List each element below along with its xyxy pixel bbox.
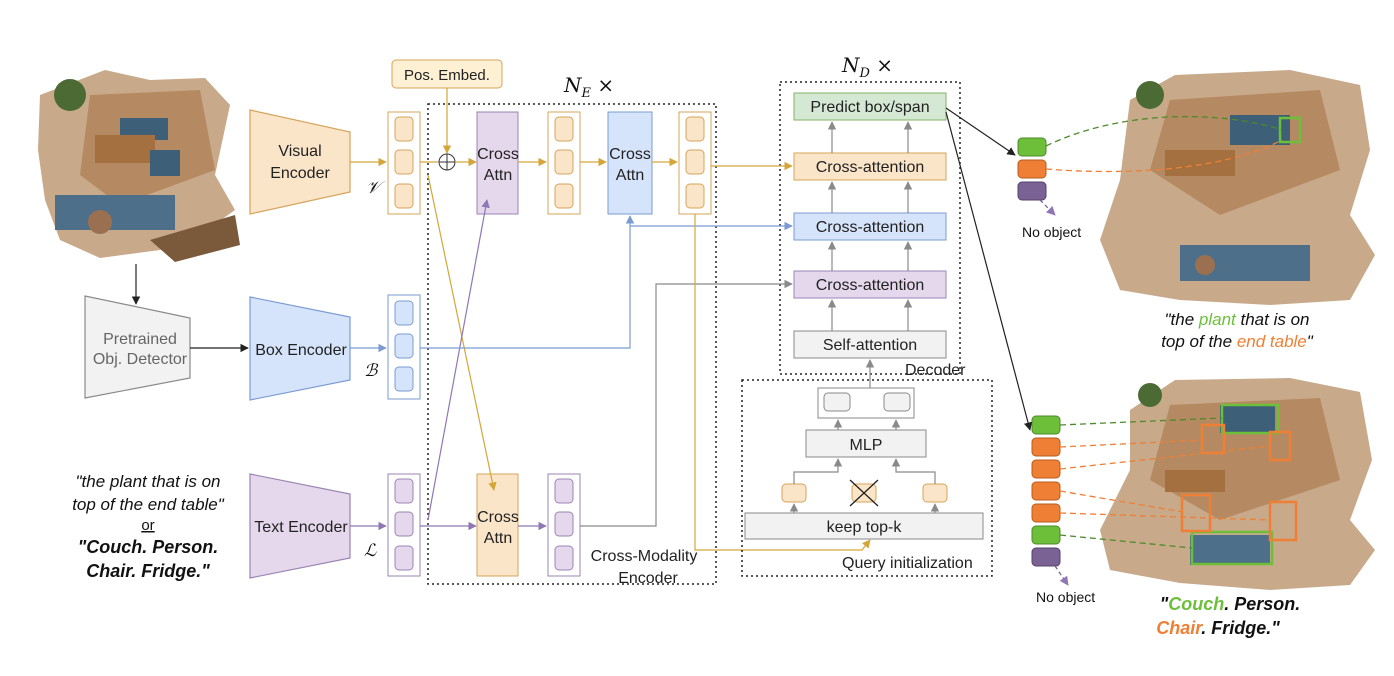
svg-text:Predict box/span: Predict box/span	[810, 99, 929, 116]
predict-to-output2-arrow	[945, 111, 1033, 431]
svg-text:Attn: Attn	[484, 530, 512, 547]
svg-text:"Couch. Person.: "Couch. Person.	[78, 537, 219, 557]
input-scene-image	[38, 70, 240, 262]
no-object-label-2: No object	[1036, 589, 1095, 605]
svg-text:Cross-attention: Cross-attention	[816, 159, 925, 176]
visual-encoder: Visual Encoder	[249, 109, 351, 215]
output-caption-1-line2: top of the end table"	[1161, 332, 1314, 351]
svg-text:keep top-k: keep top-k	[827, 519, 903, 536]
svg-text:Attn: Attn	[484, 167, 512, 184]
query-init-label: Query initialization	[842, 555, 973, 572]
decoder-label: Decoder	[905, 362, 966, 379]
pos-embed-box: Pos. Embed.	[391, 59, 503, 89]
visual-tokens-mid	[547, 111, 581, 215]
add-operator	[438, 153, 456, 171]
box-encoder: Box Encoder	[249, 296, 351, 401]
svg-text:Chair. Fridge.": Chair. Fridge."	[86, 561, 210, 581]
box-tokens	[387, 294, 421, 400]
output-tokens-2	[1031, 415, 1061, 567]
cross-modality-label-2: Encoder	[618, 570, 678, 587]
text-symbol: ℒ	[364, 541, 377, 561]
output-caption-2-line1: "Couch. Person.	[1160, 594, 1301, 614]
svg-text:Text Encoder: Text Encoder	[254, 519, 348, 536]
svg-text:Visual: Visual	[278, 143, 321, 160]
text-to-decoder-arrow	[580, 279, 793, 527]
cross-attention-text: Cross-attention	[793, 270, 947, 299]
output-scene-2	[1100, 378, 1375, 590]
discarded-query-icon	[849, 479, 879, 507]
cross-modality-label-1: Cross-Modality	[591, 548, 698, 565]
cross-attn-text: Cross Attn	[476, 473, 519, 577]
svg-text:Pos. Embed.: Pos. Embed.	[404, 67, 490, 84]
encoder-repeat-label: NE ×	[563, 73, 614, 101]
selected-queries	[781, 483, 948, 503]
svg-text:Cross: Cross	[609, 146, 651, 163]
svg-text:Self-attention: Self-attention	[823, 337, 917, 354]
text-tokens	[387, 473, 421, 577]
decoder-internal-arrows	[827, 121, 913, 331]
query-pair	[817, 387, 915, 419]
match-link	[1045, 139, 1283, 173]
svg-text:Pretrained: Pretrained	[103, 331, 177, 348]
svg-text:Box Encoder: Box Encoder	[255, 342, 347, 359]
self-attention: Self-attention	[793, 330, 947, 359]
svg-text:top of the end table": top of the end table"	[72, 495, 225, 514]
box-to-crossattn-arrow	[420, 215, 635, 349]
predict-to-output1-arrow	[945, 107, 1016, 156]
box-symbol: ℬ	[364, 361, 379, 381]
predict-box: Predict box/span	[793, 92, 947, 121]
query-init-box	[741, 379, 993, 577]
cross-attn-visual: Cross Attn	[476, 111, 519, 215]
visual-to-query-init-arrow	[694, 214, 871, 551]
cross-attn-box: Cross Attn	[607, 111, 653, 215]
svg-text:Encoder: Encoder	[270, 165, 330, 182]
match-link	[1045, 115, 1283, 147]
svg-text:MLP: MLP	[850, 437, 883, 454]
output-tokens-1	[1017, 137, 1047, 201]
text-tokens-out	[547, 473, 581, 577]
match-links-2	[1059, 417, 1271, 549]
svg-text:Cross-attention: Cross-attention	[816, 277, 925, 294]
output-scene-1	[1100, 70, 1375, 305]
no-object-label-1: No object	[1022, 224, 1081, 240]
svg-text:Cross: Cross	[477, 509, 519, 526]
svg-text:Cross-attention: Cross-attention	[816, 219, 925, 236]
svg-text:or: or	[141, 517, 154, 534]
visual-tokens	[387, 111, 421, 215]
input-text: "the plant that is on top of the end tab…	[72, 472, 225, 581]
visual-symbol: 𝒱	[366, 178, 386, 198]
keep-topk-box: keep top-k	[744, 512, 984, 540]
svg-text:Obj. Detector: Obj. Detector	[93, 351, 188, 368]
mlp-box: MLP	[805, 429, 927, 458]
svg-text:Cross: Cross	[477, 146, 519, 163]
text-to-visual-crossattn-arrow	[427, 199, 490, 521]
visual-to-text-crossattn-arrow	[427, 174, 497, 491]
object-detector: Pretrained Obj. Detector	[84, 295, 191, 399]
cross-modality-encoder-box	[427, 103, 717, 585]
svg-text:"the plant that is on: "the plant that is on	[76, 472, 221, 491]
visual-tokens-out	[678, 111, 712, 215]
output-caption-2-line2: Chair. Fridge."	[1156, 618, 1280, 638]
output-caption-1-line1: "the plant that is on	[1165, 310, 1310, 329]
svg-text:Attn: Attn	[616, 167, 644, 184]
decoder-repeat-label: ND ×	[841, 53, 893, 81]
cross-attention-visual: Cross-attention	[793, 152, 947, 181]
cross-attention-box: Cross-attention	[793, 212, 947, 241]
text-encoder: Text Encoder	[249, 473, 351, 579]
